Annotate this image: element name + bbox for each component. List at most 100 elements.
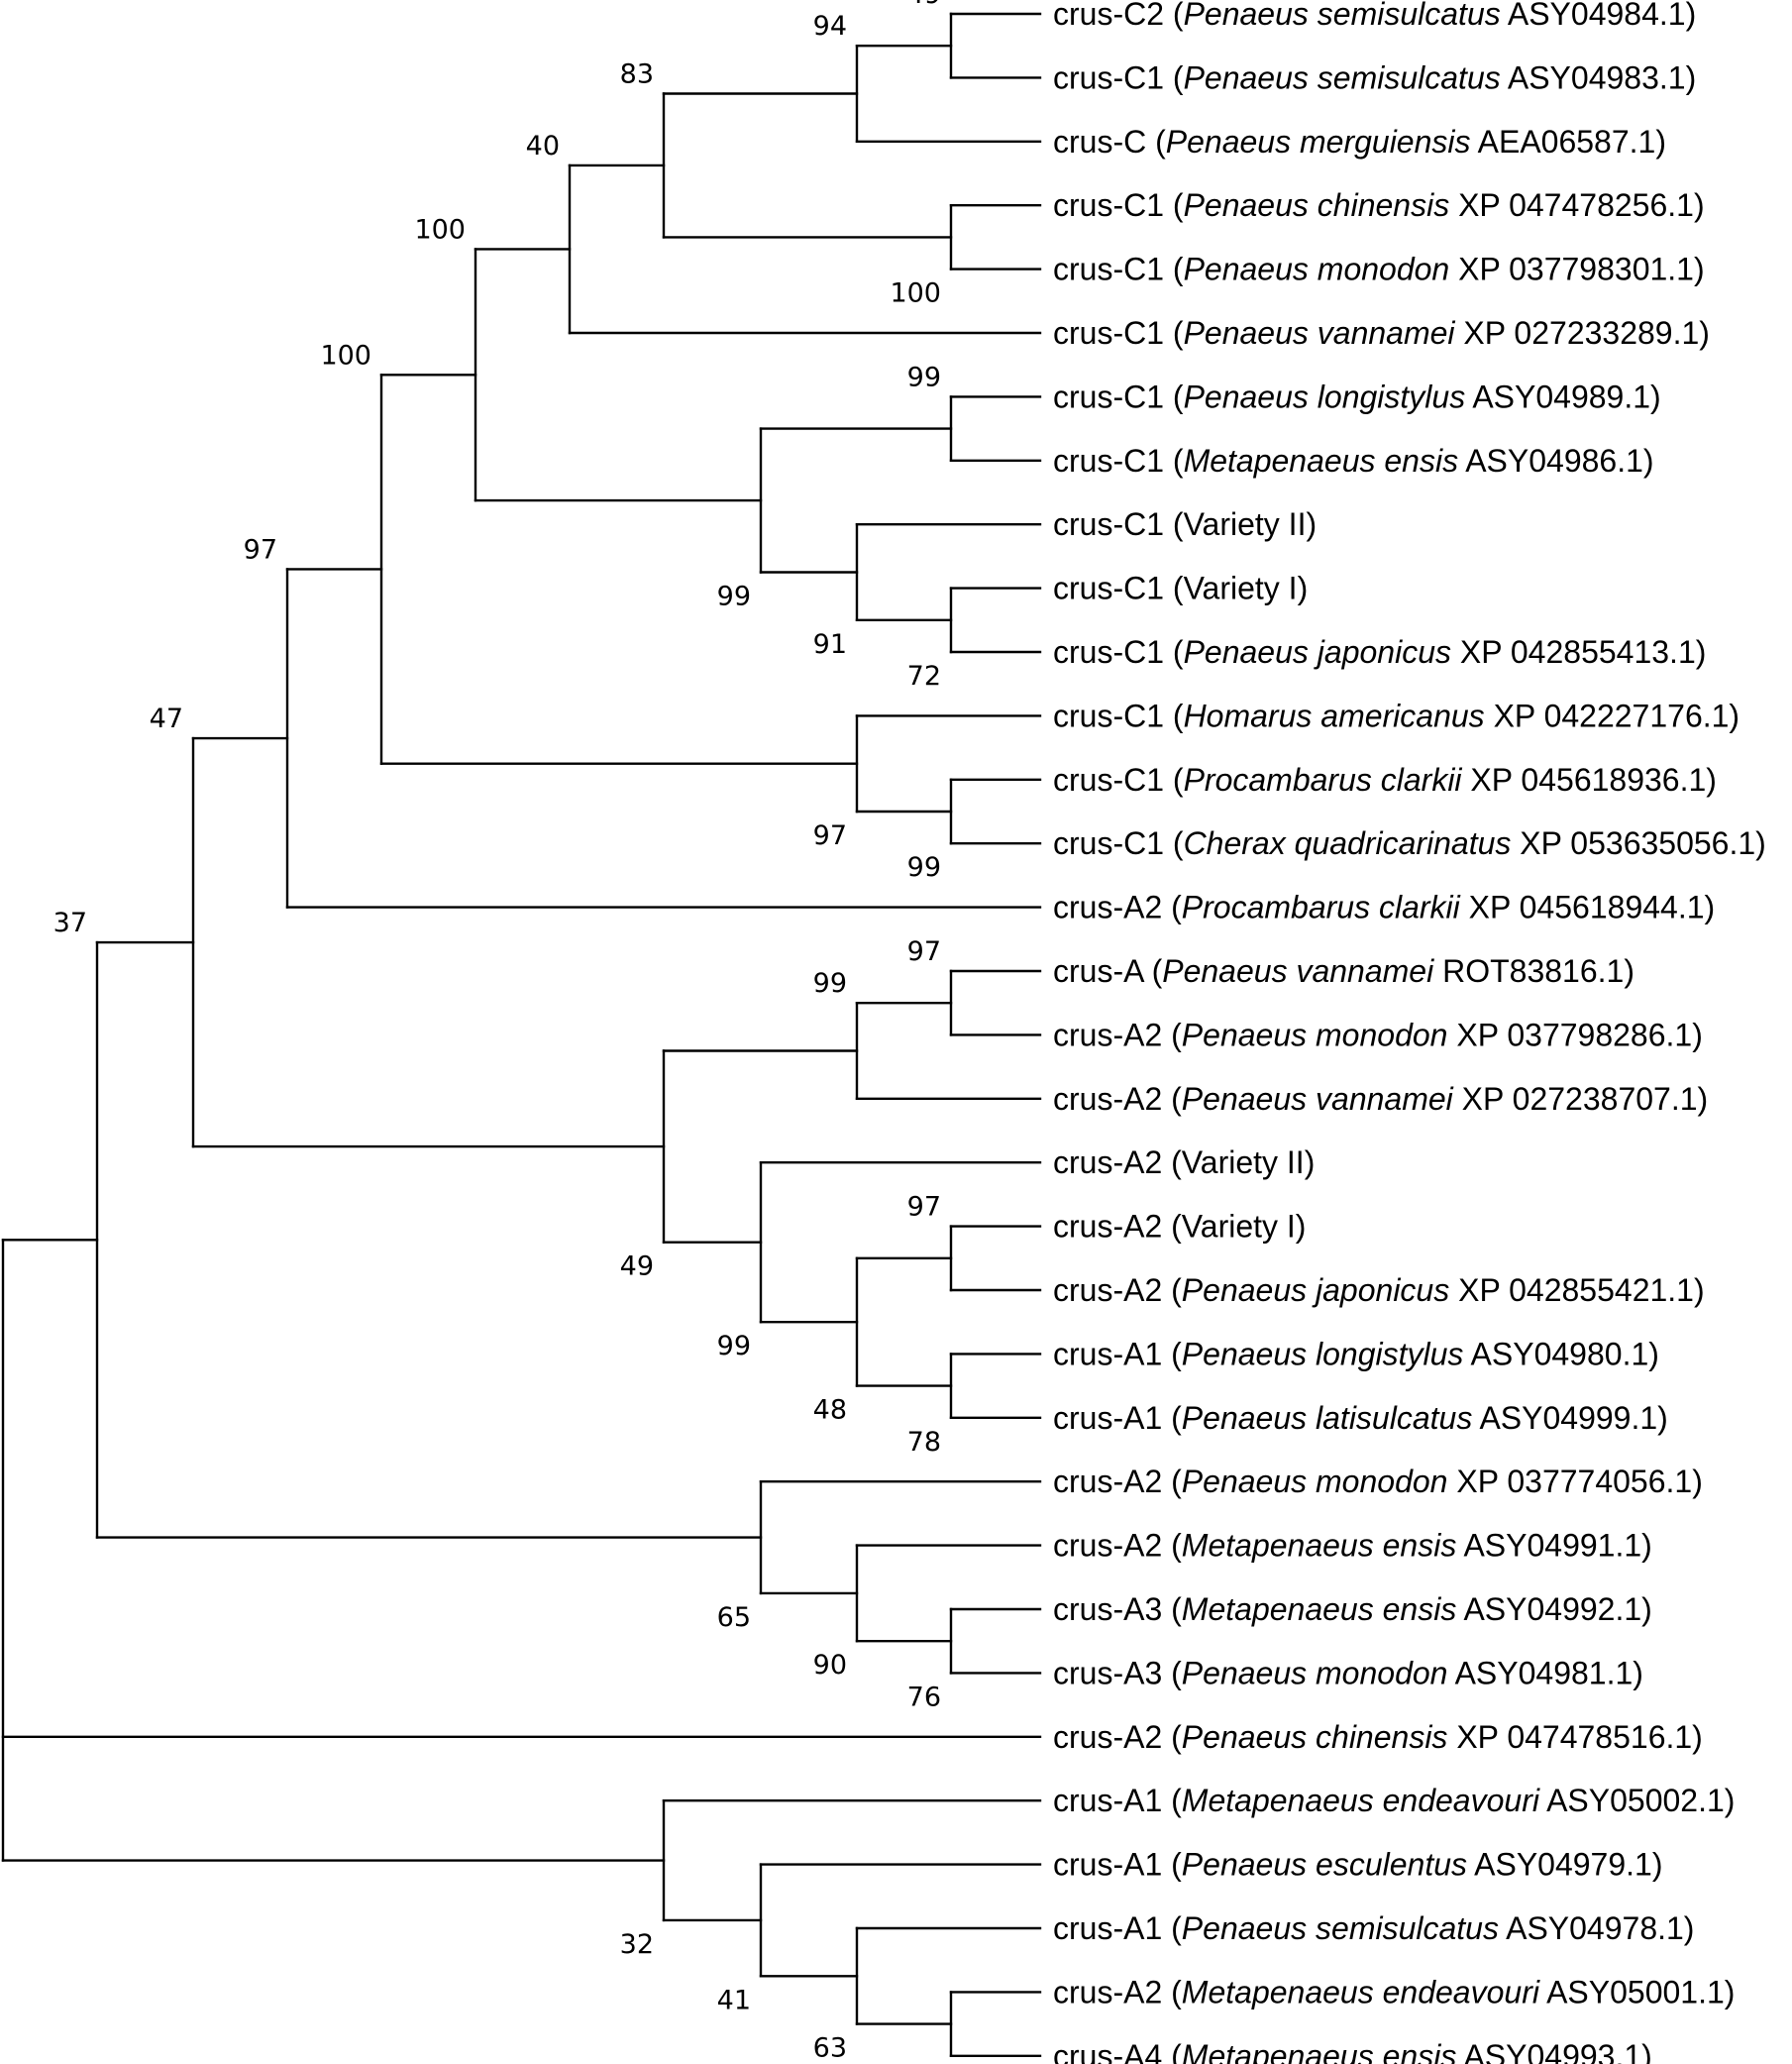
taxon-punctuation: (: [1162, 1528, 1182, 1564]
bootstrap-value: 41: [717, 1985, 751, 2015]
taxon-species: Procambarus clarkii: [1182, 890, 1461, 925]
taxon-label: crus-A (Penaeus vannamei ROT83816.1): [1053, 953, 1634, 989]
taxon-gene: crus-C1: [1053, 762, 1164, 798]
bootstrap-value: 97: [813, 820, 847, 851]
taxon-gene: crus-C: [1053, 124, 1146, 160]
taxon-gene: crus-A2: [1053, 890, 1162, 925]
taxon-label: crus-C1 (Homarus americanus XP 042227176…: [1053, 698, 1739, 733]
taxon-punctuation: [1433, 953, 1442, 989]
bootstrap-value: 37: [53, 908, 87, 938]
taxon-accession: ASY04989.1: [1472, 379, 1650, 414]
taxon-label: crus-C1 (Procambarus clarkii XP 04561893…: [1053, 762, 1717, 798]
taxon-label: crus-A1 (Penaeus esculentus ASY04979.1): [1053, 1847, 1662, 1883]
taxon-variety: Variety I: [1182, 1209, 1296, 1245]
taxon-punctuation: (: [1162, 890, 1182, 925]
taxon-punctuation: (: [1143, 953, 1163, 989]
taxon-punctuation: ): [1706, 762, 1717, 798]
taxon-punctuation: ): [1641, 2038, 1652, 2064]
taxon-species: Penaeus esculentus: [1182, 1847, 1467, 1883]
bootstrap-value: 100: [414, 214, 466, 245]
taxon-punctuation: (: [1162, 1209, 1182, 1245]
taxon-accession: ASY04999.1: [1479, 1400, 1657, 1436]
taxon-punctuation: [1453, 1081, 1462, 1117]
taxon-species: Penaeus semisulcatus: [1182, 1910, 1499, 1946]
taxon-punctuation: ): [1729, 698, 1739, 733]
taxon-accession: ASY04992.1: [1463, 1591, 1641, 1627]
taxon-species: Penaeus semisulcatus: [1184, 59, 1501, 95]
taxon-punctuation: (: [1164, 379, 1184, 414]
taxon-gene: crus-C2: [1053, 0, 1164, 32]
bootstrap-value: 99: [717, 1331, 751, 1361]
taxon-species: Metapenaeus ensis: [1182, 1528, 1457, 1564]
taxon-gene: crus-A2: [1053, 1528, 1162, 1564]
taxon-gene: crus-A1: [1053, 1847, 1162, 1883]
taxon-punctuation: ): [1699, 315, 1710, 351]
taxon-variety: Variety II: [1184, 506, 1307, 542]
bootstrap-value: 100: [890, 278, 941, 309]
bootstrap-value: 99: [717, 582, 751, 612]
taxon-accession: XP 042855421.1: [1458, 1272, 1694, 1308]
bootstrap-value: 97: [907, 1192, 941, 1223]
taxon-accession: XP 042855413.1: [1460, 634, 1696, 670]
taxon-accession: ROT83816.1: [1442, 953, 1624, 989]
taxon-punctuation: [1471, 124, 1478, 160]
taxon-label: crus-C1 (Cherax quadricarinatus XP 05363…: [1053, 825, 1766, 861]
taxon-accession: XP 045618936.1: [1470, 762, 1706, 798]
taxon-label: crus-A2 (Penaeus japonicus XP 042855421.…: [1053, 1272, 1705, 1308]
taxon-gene: crus-A2: [1053, 1144, 1162, 1180]
bootstrap-value: 49: [907, 0, 941, 10]
taxon-species: Penaeus vannamei: [1162, 953, 1434, 989]
bootstrap-value: 65: [717, 1602, 751, 1633]
taxon-punctuation: [1447, 1655, 1454, 1690]
taxon-gene: crus-A2: [1053, 1209, 1162, 1245]
taxon-label: crus-C1 (Penaeus monodon XP 037798301.1): [1053, 252, 1705, 287]
taxon-accession: ASY04979.1: [1474, 1847, 1652, 1883]
taxon-gene: crus-A4: [1053, 2038, 1162, 2064]
taxon-punctuation: [1501, 59, 1508, 95]
bootstrap-value: 76: [907, 1682, 941, 1712]
taxon-species: Penaeus monodon: [1182, 1464, 1448, 1499]
taxon-punctuation: ): [1692, 1017, 1703, 1052]
taxon-label: crus-A2 (Metapenaeus endeavouri ASY05001…: [1053, 1974, 1735, 2010]
taxon-punctuation: (: [1162, 1783, 1182, 1818]
taxon-accession: XP 042227176.1: [1494, 698, 1730, 733]
taxon-gene: crus-A2: [1053, 1464, 1162, 1499]
taxon-label: crus-C2 (Penaeus semisulcatus ASY04984.1…: [1053, 0, 1696, 32]
taxon-variety: Variety I: [1184, 571, 1298, 606]
taxon-gene: crus-C1: [1053, 443, 1164, 479]
taxon-punctuation: ): [1624, 953, 1634, 989]
taxon-label: crus-A2 (Variety II): [1053, 1144, 1315, 1180]
taxon-punctuation: (: [1164, 571, 1184, 606]
taxon-punctuation: [1449, 187, 1458, 223]
taxon-punctuation: ): [1705, 890, 1716, 925]
taxon-gene: crus-C1: [1053, 634, 1164, 670]
taxon-accession: ASY04991.1: [1463, 1528, 1641, 1564]
taxon-gene: crus-A1: [1053, 1783, 1162, 1818]
bootstrap-value: 49: [620, 1251, 654, 1282]
taxon-gene: crus-A1: [1053, 1336, 1162, 1371]
taxon-species: Penaeus vannamei: [1182, 1081, 1454, 1117]
taxon-species: Metapenaeus ensis: [1184, 443, 1459, 479]
taxon-punctuation: (: [1162, 1081, 1182, 1117]
taxon-punctuation: [1539, 1783, 1546, 1818]
taxon-punctuation: [1455, 315, 1464, 351]
taxon-label: crus-A2 (Metapenaeus ensis ASY04991.1): [1053, 1528, 1652, 1564]
taxon-gene: crus-C1: [1053, 698, 1164, 733]
bootstrap-value: 48: [813, 1395, 847, 1426]
taxon-species: Procambarus clarkii: [1184, 762, 1463, 798]
taxon-punctuation: ): [1684, 1910, 1695, 1946]
taxon-gene: crus-C1: [1053, 379, 1164, 414]
taxon-punctuation: (: [1162, 1910, 1182, 1946]
taxon-species: Penaeus semisulcatus: [1184, 0, 1501, 32]
taxon-punctuation: [1456, 2038, 1463, 2064]
taxon-accession: ASY04978.1: [1506, 1910, 1684, 1946]
taxon-label: crus-C1 (Variety II): [1053, 506, 1317, 542]
taxon-punctuation: (: [1164, 506, 1184, 542]
taxon-label: crus-C1 (Penaeus longistylus ASY04989.1): [1053, 379, 1661, 414]
taxon-punctuation: ): [1655, 124, 1666, 160]
taxon-punctuation: ): [1698, 1081, 1709, 1117]
taxon-label: crus-A2 (Penaeus monodon XP 037798286.1): [1053, 1017, 1703, 1052]
taxon-punctuation: [1467, 1847, 1474, 1883]
bootstrap-value: 90: [813, 1650, 847, 1681]
taxon-punctuation: ): [1755, 825, 1766, 861]
